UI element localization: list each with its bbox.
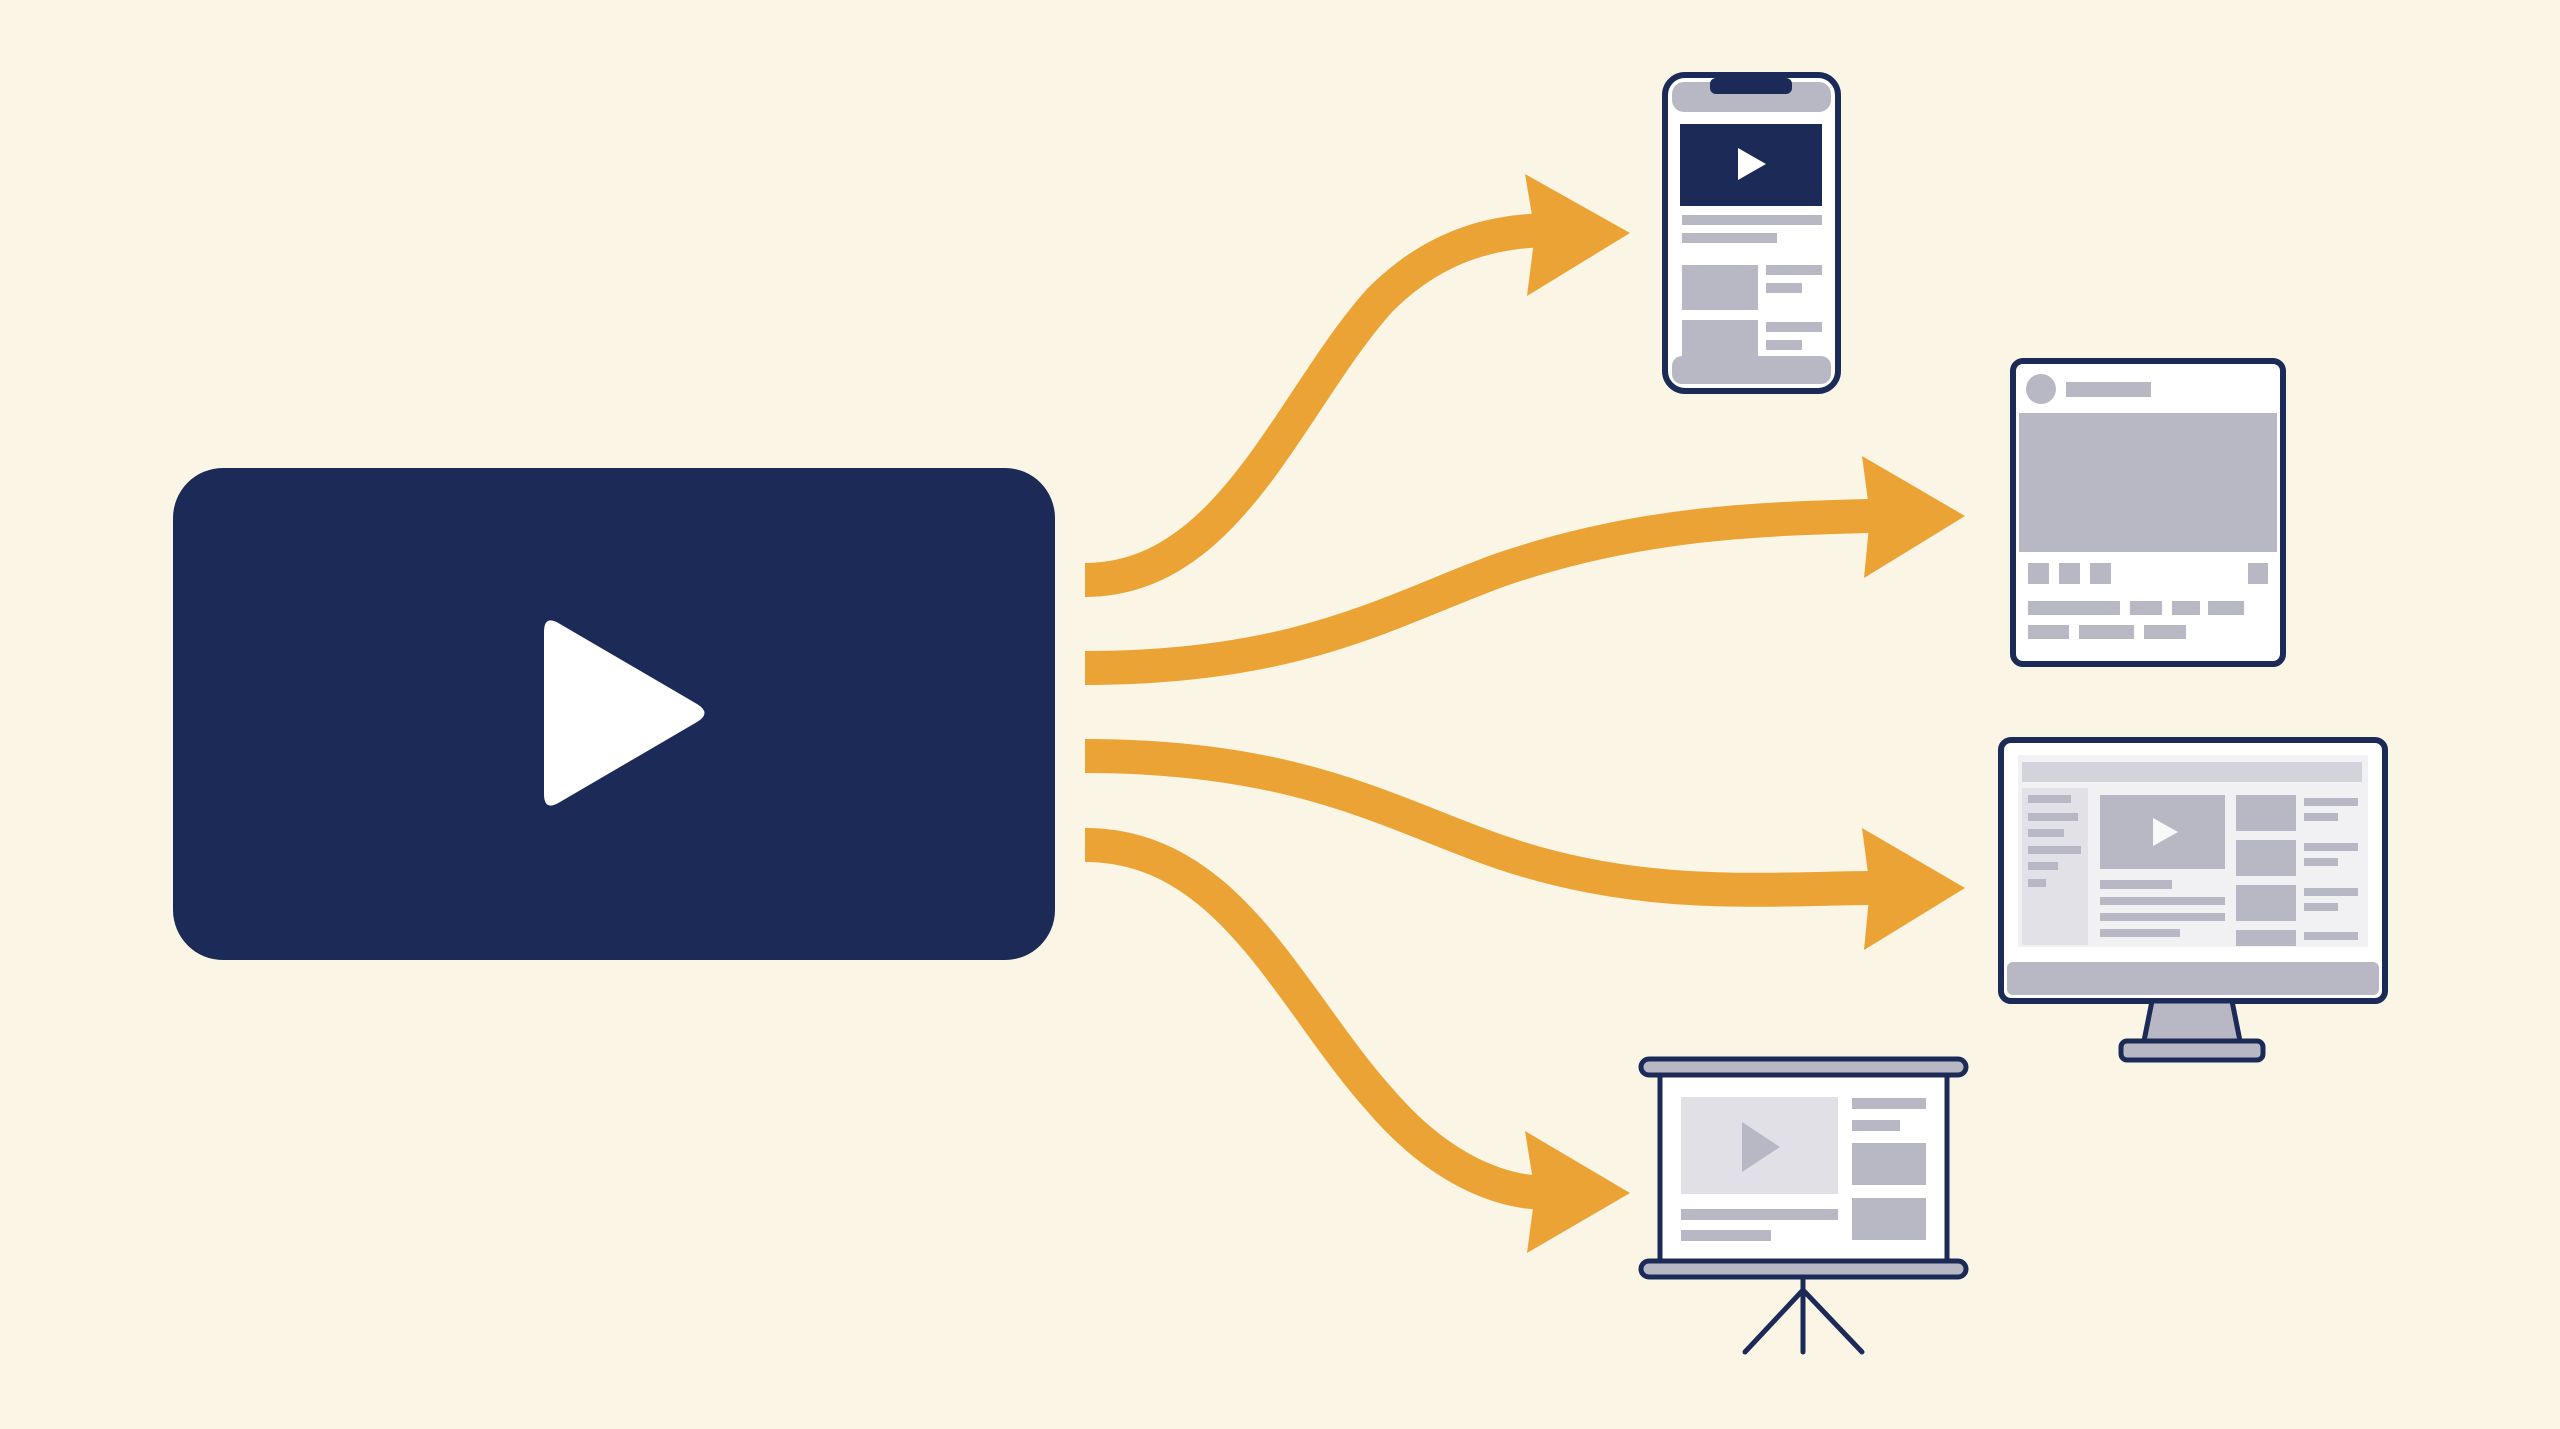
smartphone-text-line (1766, 265, 1822, 275)
monitor-sidebar-line (2028, 846, 2081, 854)
projector-screen-icon (1638, 1056, 1969, 1355)
monitor-sidebar-line (2028, 829, 2064, 837)
social-post-text-line (2172, 601, 2200, 615)
desktop-monitor-icon (1998, 737, 2388, 1063)
smartphone-thumbnail (1682, 265, 1758, 310)
monitor-neck (2141, 998, 2243, 1044)
monitor-related-line (2304, 858, 2338, 866)
projector-text-line (1852, 1098, 1926, 1109)
arrow-to-social-post (1084, 456, 1965, 685)
projector-play-icon (1742, 1122, 1780, 1172)
monitor-related-line (2304, 888, 2358, 896)
play-icon (544, 620, 705, 806)
monitor-related-line (2304, 932, 2358, 940)
social-post-media (2019, 413, 2277, 552)
monitor-sidebar-line (2028, 862, 2058, 870)
monitor-address-bar (2022, 762, 2362, 782)
smartphone-icon (1662, 72, 1841, 394)
projector-tripod (1742, 1274, 1865, 1355)
projector-text-line (1681, 1230, 1771, 1241)
projector-thumbnail (1852, 1198, 1926, 1240)
projector-text-line (1852, 1120, 1900, 1131)
smartphone-thumbnail (1682, 320, 1758, 358)
social-post-text-line (2028, 625, 2069, 639)
smartphone-text-line (1682, 215, 1822, 225)
monitor-base (2118, 1038, 2266, 1063)
smartphone-bottom-bar (1672, 356, 1831, 384)
social-post-username-line (2066, 382, 2151, 397)
smartphone-play-icon (1738, 148, 1766, 180)
arrow-to-desktop-monitor (1084, 739, 1965, 950)
arrow-to-projector-screen (1084, 828, 1630, 1253)
smartphone-text-line (1682, 233, 1777, 243)
monitor-chin (2007, 962, 2379, 995)
monitor-text-line (2100, 880, 2172, 889)
social-post-action-icon (2090, 563, 2111, 584)
monitor-text-line (2100, 897, 2225, 905)
monitor-related-thumbnail (2236, 930, 2296, 946)
social-post-text-line (2130, 601, 2162, 615)
monitor-play-icon (2153, 818, 2178, 846)
monitor-text-line (2100, 913, 2225, 921)
monitor-sidebar-line (2028, 813, 2078, 821)
monitor-related-line (2304, 813, 2338, 821)
projector-thumbnail (1852, 1143, 1926, 1185)
smartphone-notch (1710, 78, 1792, 94)
projector-text-line (1681, 1209, 1838, 1220)
monitor-related-line (2304, 903, 2338, 911)
social-post-action-icon (2059, 563, 2080, 584)
monitor-sidebar-line (2028, 879, 2046, 887)
smartphone-text-line (1766, 340, 1802, 350)
social-post-text-line (2079, 625, 2134, 639)
arrow-to-smartphone (1084, 174, 1630, 597)
social-post-text-line (2028, 601, 2120, 615)
monitor-related-thumbnail (2236, 840, 2296, 876)
social-post-icon (2010, 358, 2286, 667)
monitor-text-line (2100, 929, 2180, 937)
social-post-text-line (2208, 601, 2244, 615)
monitor-related-line (2304, 798, 2358, 806)
social-post-action-icon (2028, 563, 2049, 584)
monitor-related-thumbnail (2236, 885, 2296, 921)
avatar (2026, 374, 2056, 404)
monitor-related-thumbnail (2236, 795, 2296, 831)
connector-arrows (1084, 174, 1965, 1253)
monitor-sidebar-line (2028, 795, 2071, 803)
smartphone-text-line (1766, 322, 1822, 332)
social-post-text-line (2144, 625, 2186, 639)
social-post-bookmark-icon (2248, 563, 2268, 584)
source-video-player (173, 468, 1055, 960)
monitor-related-line (2304, 843, 2358, 851)
smartphone-text-line (1766, 283, 1802, 293)
